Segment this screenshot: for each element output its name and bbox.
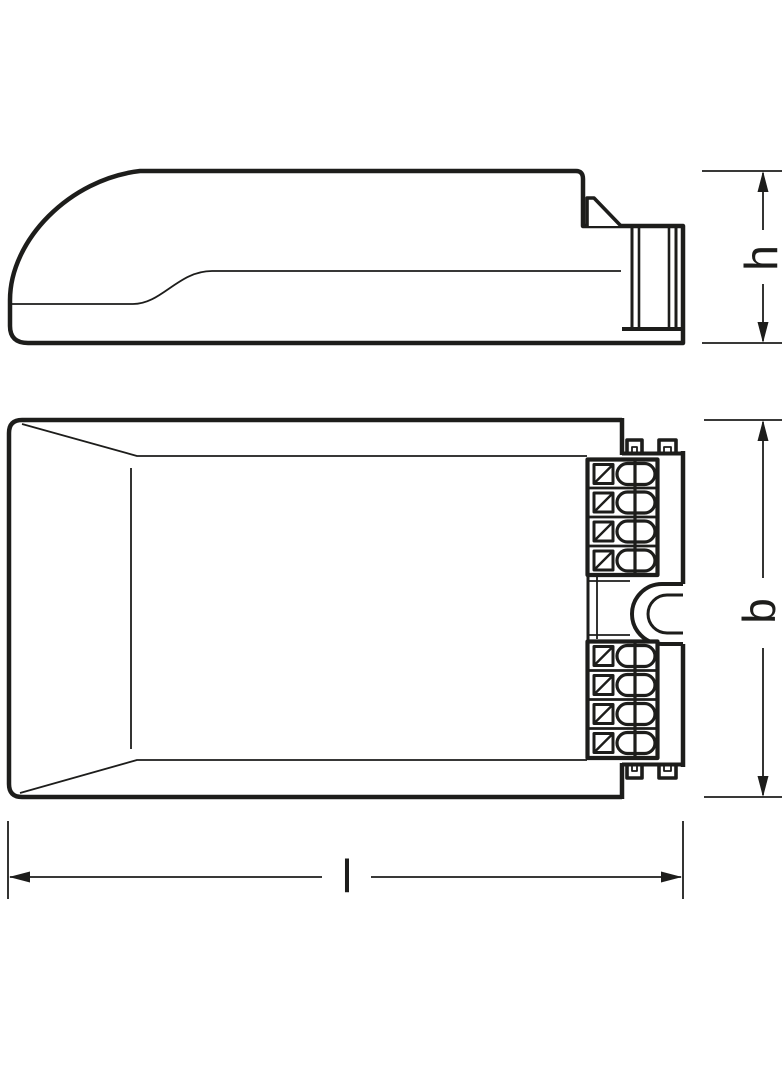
height-label: h	[735, 245, 784, 271]
length-dimension: l	[7, 821, 684, 902]
arrowhead-right	[661, 871, 682, 883]
terminal-screw-square	[592, 463, 615, 485]
strain-relief-cutout-inner	[646, 593, 683, 635]
height-dimension: h	[702, 170, 784, 344]
inner-chamfer-bottom	[19, 759, 587, 794]
mounting-tab	[625, 764, 644, 780]
mounting-tab	[625, 438, 644, 454]
terminal-screw-diagonal	[594, 493, 613, 512]
terminal-screw-square	[592, 703, 615, 725]
arrowhead-down	[757, 322, 769, 343]
length-label: l	[342, 850, 352, 902]
top-view-outline	[6, 417, 622, 800]
strain-relief-cutout-outer	[630, 582, 683, 646]
side-view-outline	[7, 168, 686, 346]
terminal-screw-square	[592, 732, 615, 754]
terminal-screw-square	[592, 645, 615, 667]
width-label: b	[733, 598, 784, 624]
inner-chamfer-top	[21, 423, 587, 457]
terminal-screw-diagonal	[594, 522, 613, 541]
mounting-tab	[657, 438, 678, 454]
terminal-screw-diagonal	[594, 733, 613, 753]
terminal-screw-square	[592, 520, 615, 543]
arrowhead-left	[9, 871, 30, 883]
terminal-block-top	[585, 457, 660, 578]
side-view	[7, 168, 686, 346]
mounting-tab-hook	[631, 764, 638, 772]
mounting-tab-hook	[663, 446, 672, 454]
arrowhead-up	[757, 171, 769, 192]
mounting-tab-hook	[663, 764, 672, 772]
side-view-seam-line	[10, 270, 621, 305]
terminal-screw-square	[592, 674, 615, 696]
terminal-screw-diagonal	[594, 551, 613, 570]
arrowhead-up	[757, 420, 769, 441]
terminal-screw-diagonal	[594, 675, 613, 695]
terminal-block-bottom	[585, 639, 660, 761]
terminal-screw-diagonal	[594, 464, 613, 484]
arrowhead-down	[757, 776, 769, 797]
terminal-screw-square	[592, 491, 615, 514]
mounting-tab	[657, 764, 678, 780]
mounting-tab-hook	[631, 446, 638, 454]
terminal-screw-square	[592, 549, 615, 572]
terminal-screw-diagonal	[594, 646, 613, 666]
width-dimension: b	[704, 419, 784, 798]
side-view-latch-tab	[585, 196, 623, 228]
terminal-screw-diagonal	[594, 704, 613, 724]
top-view	[6, 417, 686, 800]
